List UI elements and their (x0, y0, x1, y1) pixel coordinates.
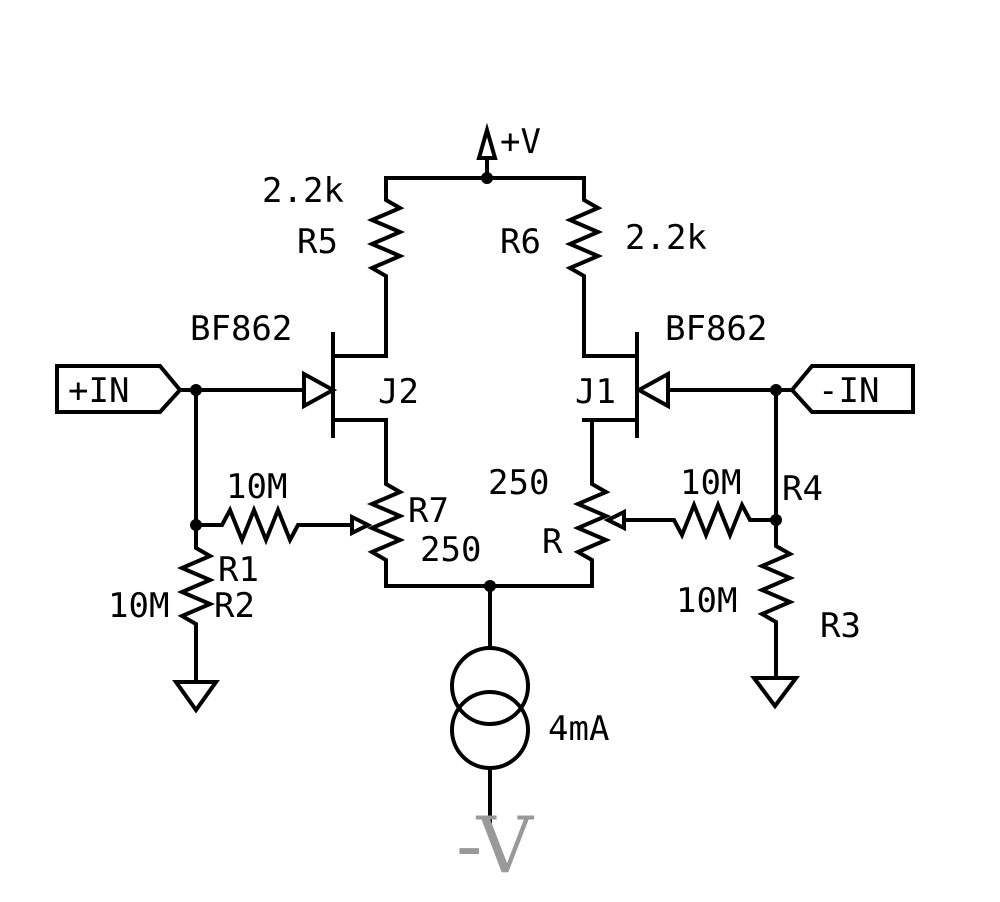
right-ground-symbol (750, 676, 800, 710)
r7-wiper-arrow (350, 513, 373, 537)
top-rail-junction (481, 172, 493, 184)
r4-resistor (622, 499, 778, 541)
r-ref: R (542, 522, 563, 562)
r-value: 250 (488, 463, 549, 503)
r2-ref: R2 (214, 586, 255, 626)
current-source-symbol (450, 584, 530, 824)
r7-value: 250 (420, 530, 481, 570)
r6-ref: R6 (500, 222, 541, 262)
r5-value: 2.2k (262, 171, 344, 211)
left-ground-symbol (172, 680, 220, 714)
negative-supply-label: -V (456, 801, 535, 891)
j1-ref: J1 (575, 372, 616, 412)
r4-value: 10M (680, 463, 741, 503)
r2-resistor (176, 523, 216, 682)
r1-resistor (194, 504, 354, 546)
r1-ref: R1 (218, 550, 259, 590)
minus-in-port (789, 364, 915, 414)
r5-resistor (366, 176, 406, 358)
plus-in-label: +IN (68, 371, 129, 411)
r3-ref: R3 (820, 606, 861, 646)
j2-model: BF862 (190, 309, 292, 349)
r-potentiometer (572, 418, 612, 588)
minus-in-label: -IN (818, 371, 879, 411)
r7-potentiometer (366, 418, 406, 588)
plus-in-port (55, 364, 183, 414)
positive-supply-label: +V (500, 122, 541, 162)
r4-ref: R4 (782, 469, 823, 509)
r3-resistor (756, 518, 796, 678)
r1-value: 10M (226, 467, 287, 507)
r5-ref: R5 (297, 222, 338, 262)
r6-value: 2.2k (625, 218, 707, 258)
j2-ref: J2 (378, 372, 419, 412)
r6-resistor (564, 176, 604, 358)
j1-jfet-symbol (582, 332, 778, 438)
j2-jfet-symbol (194, 332, 388, 438)
j1-model: BF862 (665, 309, 767, 349)
r-wiper-arrow (603, 508, 626, 532)
r7-ref: R7 (408, 491, 449, 531)
r3-value: 10M (676, 581, 737, 621)
r2-value: 10M (108, 586, 169, 626)
positive-supply-symbol (476, 122, 498, 180)
current-source-value: 4mA (548, 709, 609, 749)
